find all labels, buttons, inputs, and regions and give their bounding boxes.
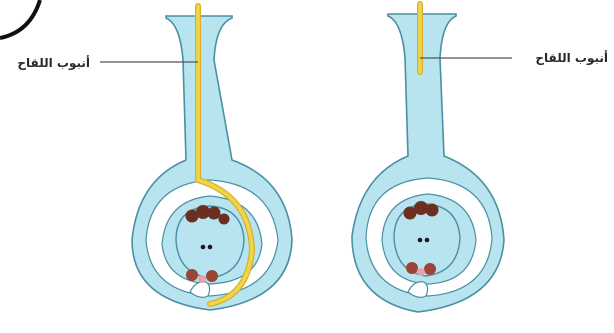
right-ovule: أنبوب اللقاح [352,4,608,312]
left-ovule: أنبوب اللقاح [17,6,292,310]
left-pollen-tube-label: أنبوب اللقاح [17,55,90,71]
right-pollen-tube-label: أنبوب اللقاح [535,50,608,66]
corner-arc [0,0,40,38]
